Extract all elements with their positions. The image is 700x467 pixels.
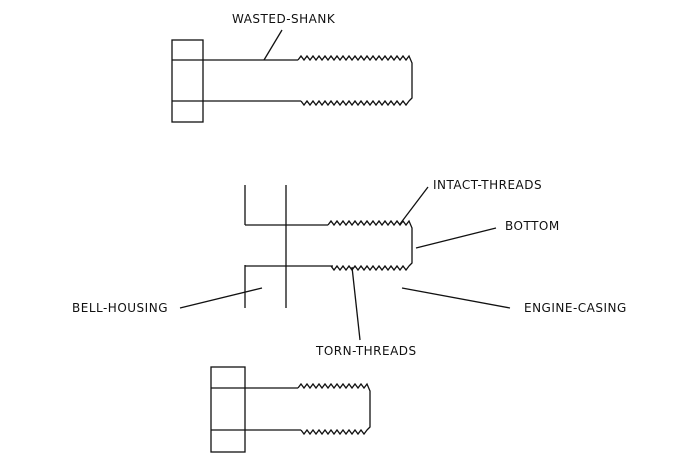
bolt-threads (297, 382, 371, 436)
label-bell-housing: BELL-HOUSING (72, 301, 168, 315)
bolt-head (171, 39, 204, 123)
label-wasted-shank: WASTED-SHANK (232, 12, 336, 26)
hole-threads (327, 219, 413, 272)
bolt-threads (297, 54, 413, 107)
top-bolt (171, 29, 413, 123)
label-intact-threads: INTACT-THREADS (433, 178, 543, 192)
bolt-head (210, 366, 246, 453)
label-bottom: BOTTOM (505, 219, 560, 233)
leader-wasted-shank (263, 29, 283, 61)
label-torn-threads: TORN-THREADS (316, 344, 417, 358)
leader-torn-threads (351, 266, 361, 341)
leader-engine-casing (401, 287, 511, 309)
leader-bottom (415, 227, 497, 249)
leader-intact-threads (399, 186, 429, 225)
middle-assembly (179, 185, 511, 341)
bottom-bolt (210, 366, 371, 453)
leader-bell-housing (179, 287, 263, 309)
label-engine-casing: ENGINE-CASING (524, 301, 627, 315)
